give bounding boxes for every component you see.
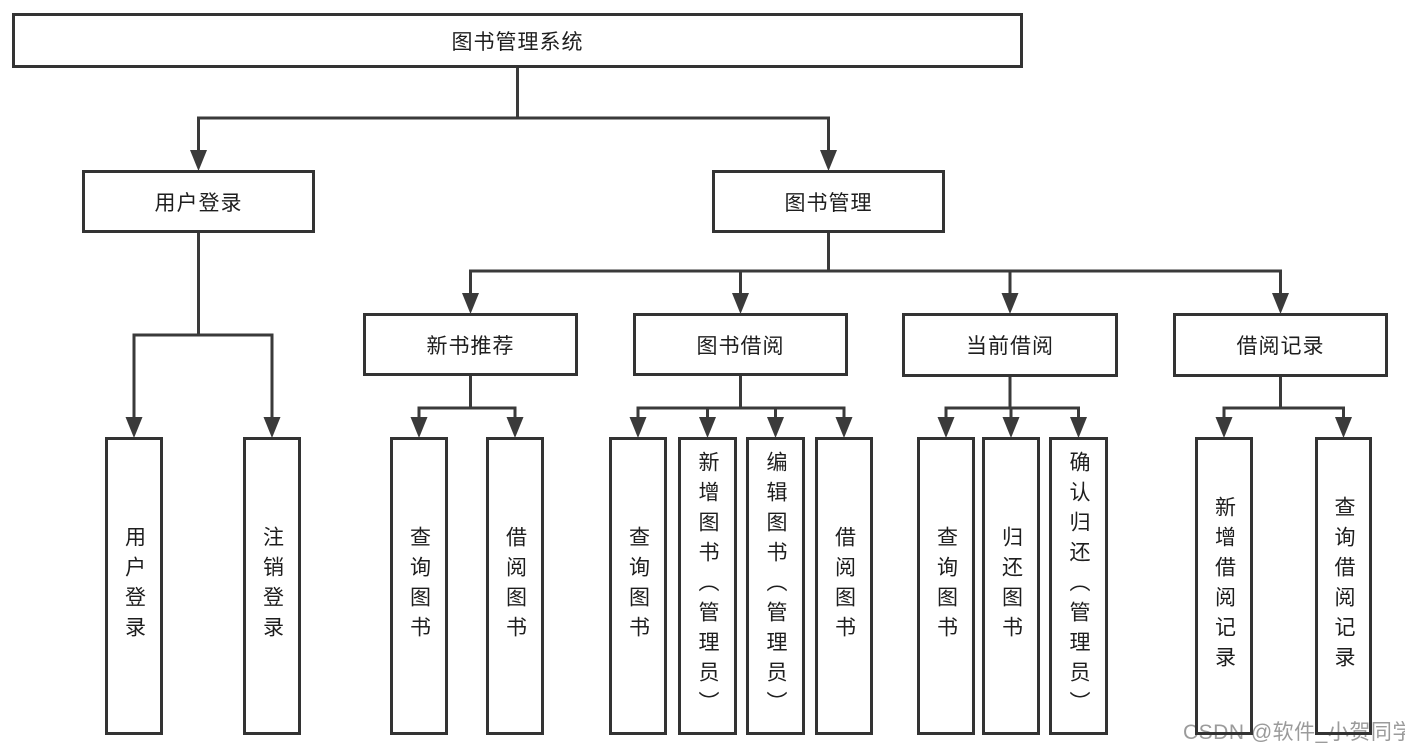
node-root: 图书管理系统 <box>12 13 1023 68</box>
node-label: 编辑图书（管理员） <box>764 451 787 721</box>
node-label: 归还图书 <box>999 526 1023 646</box>
node-label: 图书管理系统 <box>451 30 584 54</box>
node-leaf-confirm-return: 确认归还（管理员） <box>1049 437 1108 735</box>
node-label: 注销登录 <box>260 526 284 646</box>
node-label: 查询图书 <box>626 526 650 646</box>
node-leaf-borrow-book-1: 借阅图书 <box>486 437 544 735</box>
node-label: 用户登录 <box>122 526 146 646</box>
node-leaf-query-book-1: 查询图书 <box>390 437 448 735</box>
node-book-mgmt: 图书管理 <box>712 170 945 233</box>
watermark-text: CSDN @软件_小贺同学 <box>1183 721 1405 744</box>
node-borrow-record: 借阅记录 <box>1173 313 1388 377</box>
node-label: 查询借阅记录 <box>1332 496 1355 676</box>
node-label: 用户登录 <box>154 191 243 215</box>
node-label: 借阅图书 <box>832 526 856 646</box>
node-label: 新增图书（管理员） <box>696 451 719 721</box>
node-label: 借阅图书 <box>503 526 527 646</box>
node-label: 确认归还（管理员） <box>1067 451 1090 721</box>
node-leaf-add-book: 新增图书（管理员） <box>678 437 737 735</box>
node-leaf-logout: 注销登录 <box>243 437 301 735</box>
node-label: 查询图书 <box>407 526 431 646</box>
node-label: 新书推荐 <box>426 334 515 358</box>
node-current-borrow: 当前借阅 <box>902 313 1118 377</box>
node-book-borrow: 图书借阅 <box>633 313 848 376</box>
node-leaf-add-borrow-rec: 新增借阅记录 <box>1195 437 1253 735</box>
node-label: 当前借阅 <box>966 335 1054 358</box>
node-leaf-user-login: 用户登录 <box>105 437 163 735</box>
node-user-login: 用户登录 <box>82 170 315 233</box>
node-leaf-query-borrow-rec: 查询借阅记录 <box>1315 437 1372 735</box>
node-label: 查询图书 <box>934 526 958 646</box>
node-label: 图书借阅 <box>696 334 785 358</box>
node-leaf-borrow-book-2: 借阅图书 <box>815 437 873 735</box>
node-leaf-return-book: 归还图书 <box>982 437 1040 735</box>
node-label: 新增借阅记录 <box>1212 496 1236 676</box>
node-new-book-rec: 新书推荐 <box>363 313 578 376</box>
node-label: 图书管理 <box>784 191 873 215</box>
node-leaf-query-book-3: 查询图书 <box>917 437 975 735</box>
node-leaf-query-book-2: 查询图书 <box>609 437 667 735</box>
node-leaf-edit-book: 编辑图书（管理员） <box>746 437 805 735</box>
node-label: 借阅记录 <box>1236 335 1325 358</box>
